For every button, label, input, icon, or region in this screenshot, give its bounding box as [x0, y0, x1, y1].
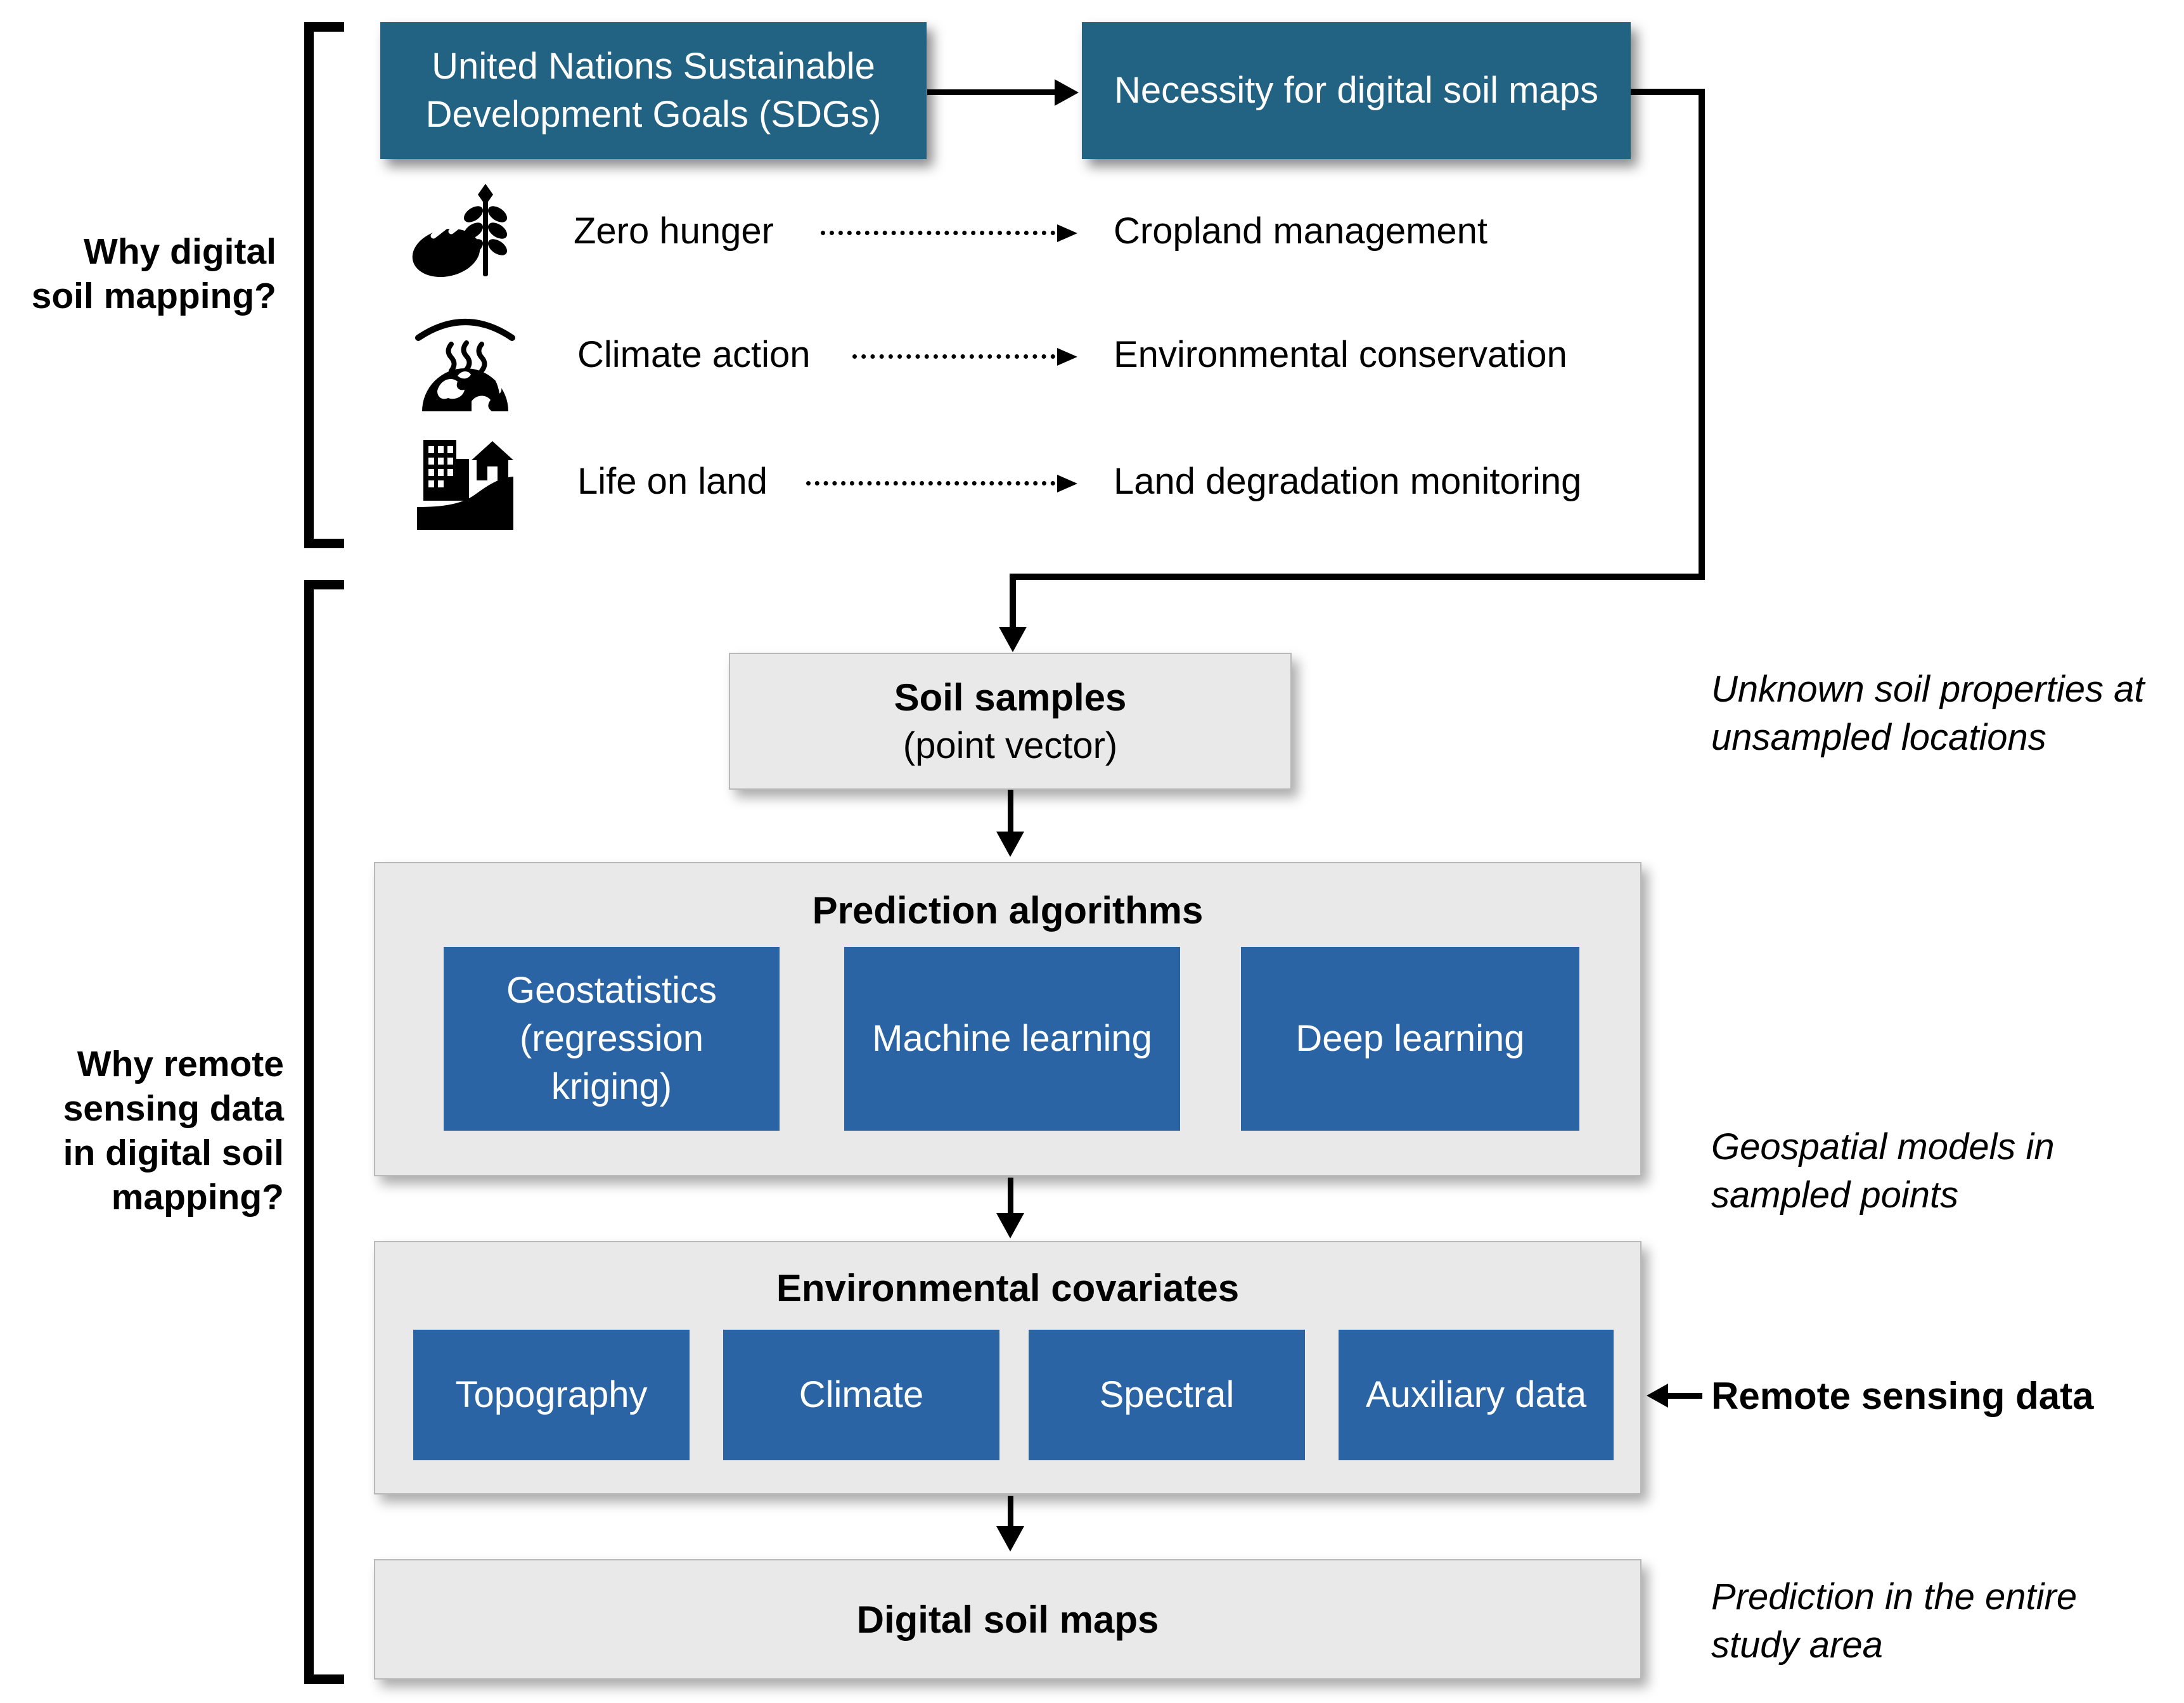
goal-zero-hunger: Zero hunger	[574, 210, 774, 252]
dotted-arrow-zero-hunger-head	[1057, 224, 1077, 242]
goal-life-on-land: Life on land	[577, 461, 768, 502]
covariate-topography: Topography	[413, 1330, 690, 1460]
soil-samples-box: Soil samples (point vector)	[729, 653, 1292, 790]
sdg-box-label: United Nations Sustainable Development G…	[425, 46, 882, 135]
method-machine-learning-label: Machine learning	[872, 1018, 1152, 1059]
arrow-covariates-to-maps-head	[996, 1526, 1024, 1552]
method-deep-learning-label: Deep learning	[1295, 1018, 1525, 1059]
dotted-arrow-zero-hunger	[821, 231, 1055, 235]
note-remote-sensing: Remote sensing data	[1711, 1375, 2094, 1417]
digital-soil-maps-label: Digital soil maps	[856, 1598, 1159, 1641]
elbow-connector-down	[1010, 574, 1016, 629]
arrow-prediction-to-covariates-head	[996, 1213, 1024, 1238]
necessity-box: Necessity for digital soil maps	[1082, 22, 1631, 159]
goal-climate-action: Climate action	[577, 334, 811, 375]
arrow-prediction-to-covariates	[1008, 1178, 1013, 1214]
city-hill-icon	[417, 440, 513, 530]
outcome-environmental-conservation: Environmental conservation	[1114, 334, 1567, 375]
method-geostatistics: Geostatistics (regression kriging)	[444, 947, 780, 1131]
dotted-arrow-climate-action-head	[1057, 348, 1077, 366]
covariate-climate: Climate	[723, 1330, 999, 1460]
method-machine-learning: Machine learning	[844, 947, 1180, 1131]
why-dsm-label: Why digital soil mapping?	[31, 231, 276, 316]
globe-heat-icon	[415, 319, 515, 411]
soil-samples-title: Soil samples	[894, 676, 1127, 719]
arrow-sdg-to-necessity	[927, 89, 1056, 95]
method-geostatistics-label: Geostatistics (regression kriging)	[506, 970, 717, 1107]
remote-sensing-arrow-head	[1647, 1384, 1668, 1408]
covariate-spectral-label: Spectral	[1099, 1374, 1235, 1415]
bread-wheat-icon	[412, 184, 508, 278]
covariate-topography-label: Topography	[455, 1374, 648, 1415]
dotted-arrow-climate-action	[852, 354, 1055, 359]
arrow-sdg-to-necessity-head	[1055, 79, 1079, 106]
note-soil-samples: Unknown soil properties at unsampled loc…	[1711, 669, 2145, 758]
covariate-auxiliary-data: Auxiliary data	[1339, 1330, 1614, 1460]
environmental-covariates-title: Environmental covariates	[776, 1267, 1240, 1309]
arrow-covariates-to-maps	[1008, 1496, 1013, 1527]
dotted-arrow-life-on-land	[806, 481, 1055, 485]
elbow-connector-middle	[1010, 574, 1705, 580]
elbow-connector-head	[999, 627, 1027, 652]
arrow-soil-to-prediction	[1008, 790, 1013, 833]
necessity-box-label: Necessity for digital soil maps	[1114, 70, 1598, 111]
remote-sensing-arrow-shaft	[1666, 1393, 1702, 1399]
why-rs-label: Why remote sensing data in digital soil …	[63, 1044, 284, 1218]
bracket-why-dsm	[304, 22, 344, 548]
covariate-spectral: Spectral	[1029, 1330, 1305, 1460]
note-maps: Prediction in the entire study area	[1711, 1576, 2078, 1666]
covariate-auxiliary-data-label: Auxiliary data	[1365, 1374, 1587, 1415]
bracket-why-rs	[304, 580, 344, 1684]
sdg-box: United Nations Sustainable Development G…	[380, 22, 927, 159]
outcome-cropland: Cropland management	[1114, 210, 1488, 252]
covariate-climate-label: Climate	[799, 1374, 924, 1415]
outcome-land-degradation: Land degradation monitoring	[1114, 461, 1582, 502]
prediction-algorithms-title: Prediction algorithms	[812, 889, 1204, 932]
elbow-connector-right	[1699, 89, 1705, 580]
soil-samples-subtitle: (point vector)	[903, 725, 1118, 766]
dotted-arrow-life-on-land-head	[1057, 475, 1077, 492]
arrow-soil-to-prediction-head	[996, 832, 1024, 857]
method-deep-learning: Deep learning	[1241, 947, 1579, 1131]
digital-soil-maps-box: Digital soil maps	[374, 1559, 1641, 1680]
elbow-connector-top	[1631, 89, 1705, 95]
note-prediction: Geospatial models in sampled points	[1711, 1126, 2055, 1216]
